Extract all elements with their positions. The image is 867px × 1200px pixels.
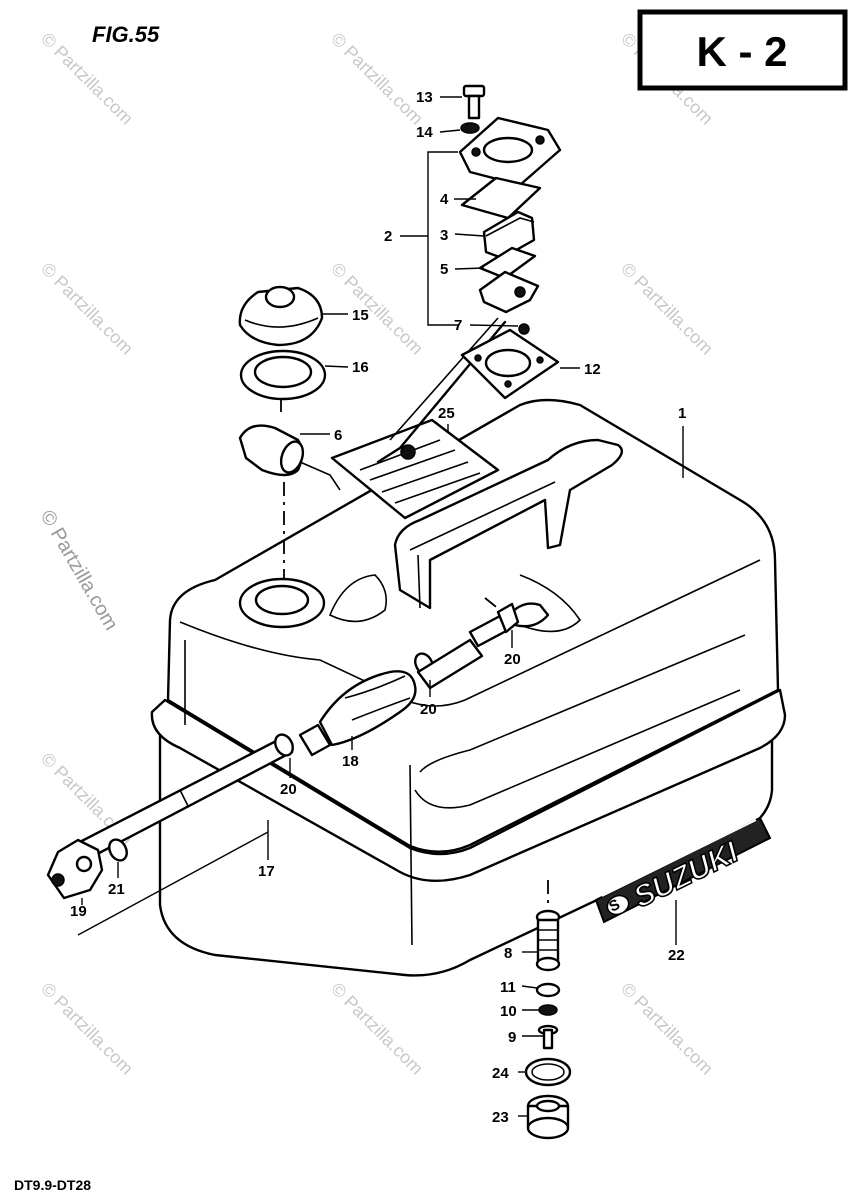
tank-handle-recess	[328, 574, 388, 623]
callout-1: 1	[678, 405, 686, 422]
tank-top-edge	[179, 559, 761, 707]
callout-12: 12	[584, 361, 601, 378]
side-watermark: © Partzilla.com	[36, 507, 122, 635]
gauge-mount-gasket	[460, 328, 560, 400]
vent-cap	[526, 1094, 570, 1140]
tank-seam-flange	[150, 688, 787, 883]
watermark: © Partzilla.com	[617, 979, 717, 1079]
callout-17: 17	[258, 863, 275, 880]
gauge-plate-label	[330, 418, 500, 520]
callout-11: 11	[500, 979, 516, 996]
callout-9: 9	[508, 1029, 516, 1046]
tank-handle-grip	[417, 554, 421, 609]
callout-6: 6	[334, 427, 342, 444]
gauge-bolt	[462, 84, 486, 120]
callout-20: 20	[280, 781, 297, 798]
gauge-float	[238, 424, 305, 477]
assembly-line	[484, 597, 501, 611]
tank-side-rib	[414, 689, 741, 809]
callout-4: 4	[440, 191, 449, 208]
callout-2: 2	[384, 228, 392, 245]
callout-21: 22	[668, 947, 685, 964]
watermark: © Partzilla.com	[327, 979, 427, 1079]
vent-o-ring	[524, 1057, 572, 1087]
leader-lines	[81, 96, 684, 1117]
callout-16: 16	[352, 359, 369, 376]
callout-19: 19	[70, 903, 87, 920]
gauge-bolt-washer	[460, 122, 480, 134]
callout-14: 14	[416, 124, 433, 141]
group-bracket	[427, 151, 458, 326]
watermark: © Partzilla.com	[617, 259, 717, 359]
gauge-float-link	[299, 461, 341, 491]
watermark: © Partzilla.com	[37, 979, 137, 1079]
callout-23: 23	[492, 1109, 509, 1126]
tank-filler-neck-inner	[254, 584, 310, 616]
callout-24: 24	[492, 1065, 509, 1082]
vent-screw-body	[535, 909, 561, 972]
callout-10: 10	[500, 1003, 517, 1020]
vent-washer	[535, 982, 561, 998]
watermark: © Partzilla.com	[327, 259, 427, 359]
group-bracket	[77, 831, 269, 936]
tank-outlet-fitting	[510, 602, 550, 628]
model-label: DT9.9-DT28	[14, 1177, 91, 1193]
tank-handle-grip	[409, 481, 556, 551]
gauge-screw	[518, 323, 530, 335]
fuel-hose-segment	[416, 638, 484, 690]
cap-gasket	[239, 349, 327, 401]
brand-emblem-icon	[606, 894, 630, 916]
hose-clip	[496, 602, 520, 634]
callout-20: 21	[108, 881, 125, 898]
fuel-hose-segment	[298, 723, 332, 757]
tank-carry-handle	[393, 438, 624, 610]
figure-label: FIG.55	[92, 22, 160, 47]
gauge-cover	[458, 116, 562, 187]
watermark: © Partzilla.com	[327, 29, 427, 129]
tank-side-rib	[419, 634, 746, 773]
vent-ring	[538, 1004, 558, 1016]
callout-22: 20	[504, 651, 521, 668]
tank-side-rib	[409, 764, 413, 946]
callout-13: 13	[416, 89, 433, 106]
corner-code-box	[637, 9, 848, 91]
gauge-gasket-upper	[460, 176, 542, 220]
hose-clamp	[108, 838, 128, 862]
hose-end-connector	[46, 838, 104, 900]
gauge-wire	[389, 317, 499, 441]
filler-cap	[238, 285, 324, 347]
callout-15: 15	[352, 307, 369, 324]
callout-3: 3	[440, 227, 448, 244]
callout-25: 25	[438, 405, 455, 422]
gauge-base	[478, 270, 540, 314]
callout-18: 18	[342, 753, 359, 770]
primer-bulb	[318, 670, 417, 747]
gauge-body	[482, 210, 536, 260]
callouts: 13 14 4 3 2 5 7 15 16 12 6 25 1 20 20 18…	[70, 89, 686, 1126]
hose-clamp	[274, 733, 294, 757]
gauge-gasket-lower	[478, 246, 537, 280]
callout-20: 20	[420, 701, 437, 718]
tank-handle-recess	[519, 574, 582, 633]
callout-8: 8	[504, 945, 512, 962]
watermark: © Partzilla.com	[37, 259, 137, 359]
vent-screw	[537, 1024, 559, 1050]
callout-5: 5	[440, 261, 448, 278]
callout-7: 7	[454, 317, 462, 334]
corner-code: K - 2	[696, 28, 787, 75]
